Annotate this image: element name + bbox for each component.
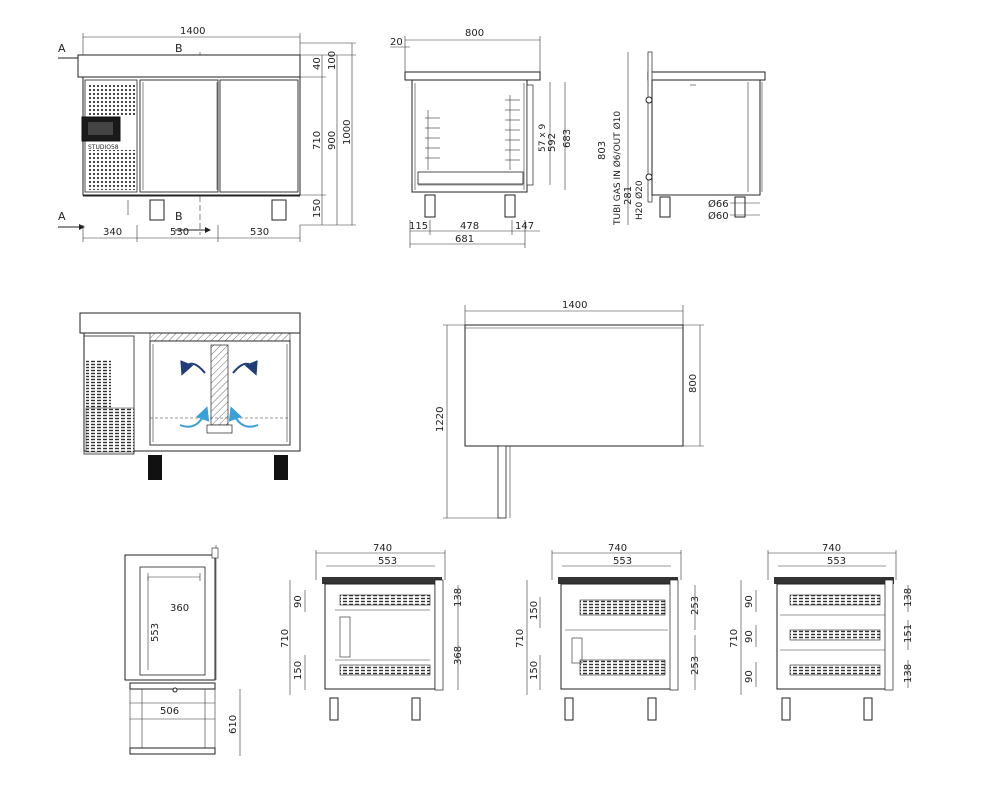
d3-h90a-label: 90 — [744, 595, 755, 608]
door-swing — [497, 445, 507, 519]
w340-label: 340 — [103, 227, 122, 238]
w115-label: 115 — [409, 221, 428, 232]
d66-label: Ø66 — [708, 198, 729, 210]
w506-label: 506 — [160, 706, 179, 717]
air-in-right-arrow — [228, 406, 259, 428]
d2-h150a-label: 150 — [529, 601, 540, 620]
section-b-bottom: B — [175, 210, 183, 223]
w530a-label: 530 — [170, 227, 189, 238]
worktop — [77, 54, 301, 78]
gas-label: TUBI GAS IN Ø6/OUT Ø10 — [612, 111, 623, 226]
d3-h90c-label: 90 — [744, 670, 755, 683]
h150-label: 150 — [312, 199, 323, 218]
w20-label: 20 — [390, 37, 403, 48]
plan-w1400-label: 1400 — [562, 300, 587, 311]
plan-d1220-label: 1220 — [435, 407, 446, 432]
d2-h253a-label: 253 — [690, 596, 701, 615]
condenser-fins — [86, 360, 111, 408]
evaporator-column — [210, 344, 229, 426]
air-in-left-arrow — [179, 406, 210, 428]
h100-label: 100 — [327, 51, 338, 70]
h610-label: 610 — [228, 715, 239, 734]
d2-w740-label: 740 — [608, 543, 627, 554]
w147-label: 147 — [515, 221, 534, 232]
d3-bottom-drawer — [789, 664, 881, 676]
d1-h150-label: 150 — [293, 661, 304, 680]
d2-top-drawer — [579, 599, 666, 616]
d2-h710-label: 710 — [515, 629, 526, 648]
d1-bottom-drawer — [339, 664, 431, 676]
door-left — [139, 79, 219, 193]
d2-h253b-label: 253 — [690, 656, 701, 675]
d2-h150b-label: 150 — [529, 661, 540, 680]
shelf-label: 57 x 9 — [538, 124, 548, 153]
h710-label: 710 — [312, 131, 323, 150]
w800-label: 800 — [465, 28, 484, 39]
w530b-label: 530 — [250, 227, 269, 238]
d3-h90b-label: 90 — [744, 630, 755, 643]
d60-label: Ø60 — [708, 210, 729, 222]
d1-h710-label: 710 — [280, 629, 291, 648]
vent-grille-bottom — [87, 150, 135, 190]
d3-h710-label: 710 — [729, 629, 740, 648]
section-view: 800 20 5 — [390, 28, 573, 248]
w360-label: 360 — [170, 603, 189, 614]
h40-label: 40 — [312, 57, 323, 70]
vent-grille-top — [87, 83, 135, 115]
h2o-label: H20 Ø20 — [634, 180, 645, 220]
d1-h138-label: 138 — [453, 588, 464, 607]
section-a-bottom: A — [58, 210, 66, 223]
airflow-view — [79, 312, 301, 480]
air-out-left-arrow — [180, 360, 206, 376]
d3-h151-label: 151 — [903, 624, 914, 643]
d2-bottom-drawer — [579, 659, 666, 676]
h803-label: 803 — [597, 141, 608, 160]
d2-w553-label: 553 — [613, 556, 632, 567]
h281-label: 281 — [623, 186, 634, 205]
d1-h90-label: 90 — [293, 595, 304, 608]
d1-h368-label: 368 — [453, 646, 464, 665]
plan-d800-label: 800 — [688, 374, 699, 393]
drawer-view-2: 740 553 710 150 150 253 253 — [515, 543, 701, 721]
section-b-top: B — [175, 42, 183, 55]
section-a-top: A — [58, 42, 66, 55]
h900-label: 900 — [327, 131, 338, 150]
d3-w740-label: 740 — [822, 543, 841, 554]
h553-label: 553 — [150, 623, 161, 642]
d3-h138a-label: 138 — [903, 588, 914, 607]
width-label: 1400 — [180, 26, 205, 37]
h592-label: 592 — [547, 133, 558, 152]
air-out-right-arrow — [232, 360, 258, 376]
plan-top — [464, 324, 684, 447]
w681-label: 681 — [455, 234, 474, 245]
h683-label: 683 — [562, 129, 573, 148]
door-right — [219, 79, 299, 193]
w478-label: 478 — [460, 221, 479, 232]
door-view: 360 553 506 610 — [124, 545, 241, 756]
h1000-label: 1000 — [342, 120, 353, 145]
brand-logo: STUDIO58 — [88, 144, 119, 151]
top-hatch — [149, 332, 291, 342]
side-view: 803 TUBI GAS IN Ø6/OUT Ø10 281 H20 Ø20 Ø… — [597, 51, 766, 226]
drawer-view-1: 740 553 710 90 150 138 368 — [280, 543, 464, 721]
front-view: 1400 A B STUDIO58 A B — [58, 26, 356, 242]
drawer-view-3: 740 553 710 90 90 90 138 151 138 — [729, 543, 914, 721]
shelf-rails — [425, 95, 520, 170]
side-body — [651, 79, 761, 196]
d3-h138b-label: 138 — [903, 664, 914, 683]
d1-w553-label: 553 — [378, 556, 397, 567]
plan-view: 1400 800 1220 — [435, 300, 704, 519]
d1-w740-label: 740 — [373, 543, 392, 554]
d3-w553-label: 553 — [827, 556, 846, 567]
d3-top-drawer — [789, 594, 881, 606]
d1-top-drawer — [339, 594, 431, 606]
d3-middle-drawer — [789, 629, 881, 641]
